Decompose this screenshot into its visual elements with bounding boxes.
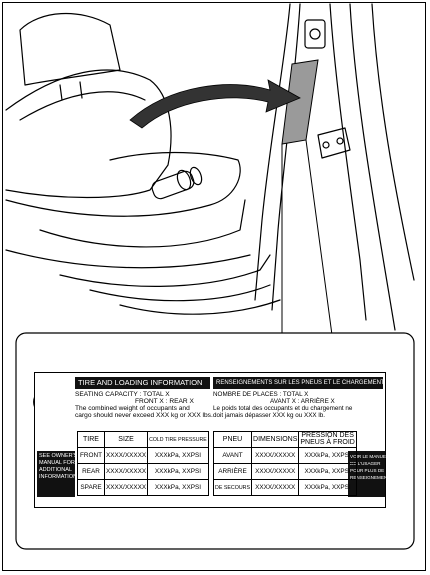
table-row: ARRIÈRE XXXX/XXXXX XXXkPa, XXPSI <box>214 464 357 480</box>
floor-line <box>6 250 250 268</box>
col-header: COLD TIRE PRESSURE <box>148 432 209 448</box>
door-frame-line <box>255 4 290 300</box>
sill-line <box>60 255 270 286</box>
combined-weight-en-2: cargo should never exceed XXX kg or XXX … <box>75 412 213 420</box>
placard-header-en: TIRE AND LOADING INFORMATION <box>75 377 210 389</box>
seat-adjuster <box>150 169 196 200</box>
combined-weight-fr-2: doit jamais dépasser XXX kg ou XXX lb. <box>213 412 325 420</box>
headrest <box>20 14 120 85</box>
tire-table-en: TIRE SIZE COLD TIRE PRESSURE FRONT XXXX/… <box>77 431 209 496</box>
col-header: PNEU <box>214 432 252 448</box>
callout-line <box>282 140 332 335</box>
col-header: TIRE <box>78 432 105 448</box>
door-edge <box>350 4 395 330</box>
col-header: DIMENSIONS <box>252 432 299 448</box>
table-row: AVANT XXXX/XXXXX XXXkPa, XXPSI <box>214 448 357 464</box>
door-edge <box>372 4 414 280</box>
seat-back <box>6 70 171 198</box>
table-row: SPARE XXXX/XXXXX XXXkPa, XXPSI <box>78 480 209 496</box>
tire-loading-placard: TIRE AND LOADING INFORMATION RENSEIGNEME… <box>34 372 386 508</box>
door-hinge-bolt <box>337 138 343 144</box>
door-edge <box>330 4 366 320</box>
table-row: FRONT XXXX/XXXXX XXXkPa, XXPSI <box>78 448 209 464</box>
sill-line <box>120 300 280 314</box>
sill-line <box>90 285 270 301</box>
see-owners-manual-note: SEE OWNER'S MANUAL FOR ADDITIONAL INFORM… <box>37 451 75 497</box>
door-striker-bolt <box>310 29 320 39</box>
seat-cushion <box>6 153 240 217</box>
door-striker <box>305 20 325 48</box>
col-header: SIZE <box>105 432 148 448</box>
placard-header-fr: RENSEIGNEMENTS SUR LES PNEUS ET LE CHARG… <box>213 377 383 389</box>
door-hinge-bolt <box>323 142 329 148</box>
seat-base <box>40 200 245 247</box>
door-frame-line <box>272 4 300 310</box>
table-row: REAR XXXX/XXXXX XXXkPa, XXPSI <box>78 464 209 480</box>
table-row: DE SECOURS XXXX/XXXXX XXXkPa, XXPSI <box>214 480 357 496</box>
seat-back-inner <box>20 92 145 120</box>
